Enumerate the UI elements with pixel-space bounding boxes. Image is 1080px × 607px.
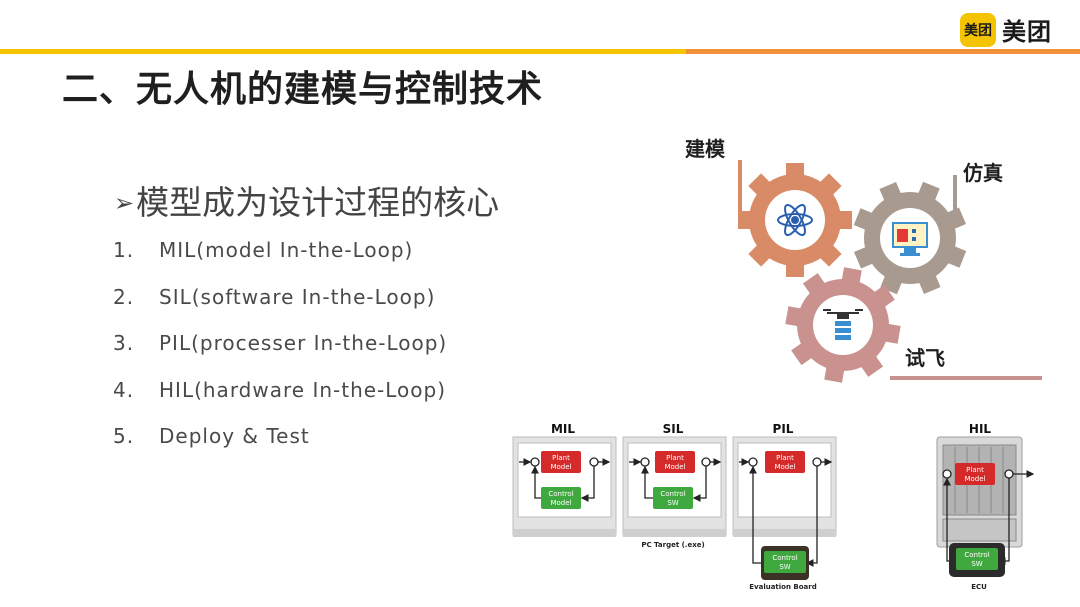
modeling-line (738, 160, 750, 217)
hil-title: HIL (969, 422, 992, 436)
drone-icon (823, 309, 863, 340)
slide-subtitle: ➢模型成为设计过程的核心 (114, 176, 499, 224)
svg-text:Plant: Plant (666, 454, 684, 462)
xil-loop-graphic: MIL Plant Model Control Model SIL Plant (512, 422, 1035, 591)
pil-caption: Evaluation Board (749, 583, 816, 591)
gears-graphic (738, 160, 1042, 383)
svg-text:Model: Model (664, 463, 685, 471)
svg-text:Model: Model (774, 463, 795, 471)
pil-panel: PIL Plant Model Control SW Evaluation Bo… (732, 422, 837, 591)
arrow-bullet-icon: ➢ (114, 189, 135, 217)
svg-text:Control: Control (548, 490, 573, 498)
flight-gear (785, 267, 901, 383)
list-item: 2.SIL(software In-the-Loop) (113, 284, 436, 309)
mil-panel: MIL Plant Model Control Model (512, 422, 617, 537)
svg-text:Control: Control (660, 490, 685, 498)
slide-title: 二、无人机的建模与控制技术 (62, 69, 544, 110)
flight-label: 试飞 (905, 346, 945, 370)
sil-title: SIL (663, 422, 684, 436)
svg-text:Model: Model (550, 499, 571, 507)
svg-text:SW: SW (779, 563, 790, 571)
atom-icon (777, 203, 813, 237)
svg-text:Model: Model (964, 475, 985, 483)
brand-logo: 美团 美团 (960, 12, 1052, 47)
simulation-label: 仿真 (963, 161, 1003, 185)
header-bar-orange (686, 49, 1080, 54)
monitor-checklist-icon (892, 222, 928, 256)
svg-text:SW: SW (667, 499, 678, 507)
list-item: 1.MIL(model In-the-Loop) (113, 238, 414, 262)
modeling-gear (738, 163, 852, 277)
hil-panel: HIL Plant Model Control SW ECU (936, 422, 1035, 591)
list-item: 5.Deploy & Test (113, 424, 310, 448)
header-bar-yellow (0, 49, 686, 54)
pil-title: PIL (773, 422, 794, 436)
svg-text:Control: Control (772, 554, 797, 562)
brand-badge: 美团 (960, 12, 996, 47)
list-item: 3.PIL(processer In-the-Loop) (113, 331, 448, 355)
hil-caption: ECU (971, 583, 987, 591)
svg-text:Plant: Plant (552, 454, 570, 462)
loop-list: 1.MIL(model In-the-Loop) 2.SIL(software … (113, 238, 447, 471)
sil-caption: PC Target (.exe) (641, 541, 704, 549)
svg-text:SW: SW (971, 560, 982, 568)
sil-panel: SIL Plant Model Control SW PC Target (.e… (622, 422, 727, 549)
svg-text:Plant: Plant (966, 466, 984, 474)
svg-text:Plant: Plant (776, 454, 794, 462)
process-gears: 建模 仿真 试飞 (680, 120, 1060, 390)
svg-text:Model: Model (550, 463, 571, 471)
xil-loop-diagram: MIL Plant Model Control Model SIL Plant (505, 415, 1080, 607)
subtitle-text: 模型成为设计过程的核心 (136, 183, 500, 222)
brand-name: 美团 (1002, 18, 1052, 46)
svg-text:Control: Control (964, 551, 989, 559)
modeling-label: 建模 (685, 137, 725, 161)
list-item: 4.HIL(hardware In-the-Loop) (113, 377, 447, 402)
simulation-gear (853, 181, 967, 295)
mil-title: MIL (551, 422, 575, 436)
